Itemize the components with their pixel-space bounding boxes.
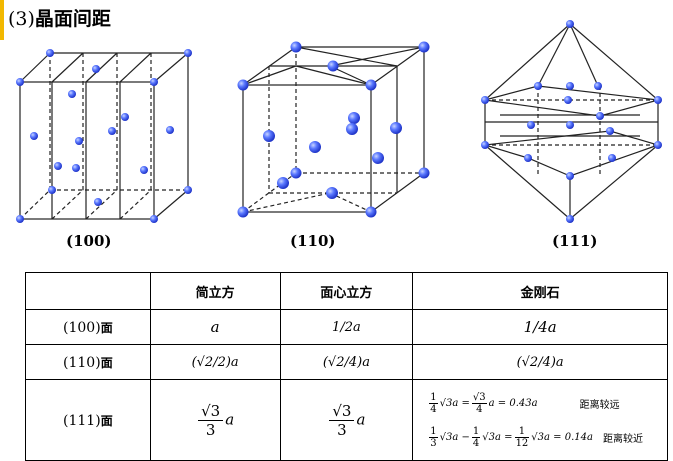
header-diamond: 金刚石 <box>412 272 668 310</box>
cell-diamond: 1/4a <box>412 309 668 345</box>
row-label: (110)面 <box>25 344 151 380</box>
heading-title: 晶面间距 <box>34 8 111 30</box>
cell-fcc: (√2/4)a <box>279 344 414 380</box>
interplanar-spacing-table: 简立方 面心立方 金刚石 (100)面 a 1/2a 1/4a (110)面 (… <box>25 272 668 461</box>
row-label: (111)面 <box>25 379 151 461</box>
figure-100-atoms <box>16 49 192 223</box>
figure-111-atoms <box>481 20 662 223</box>
cell-sc: (√2/2)a <box>149 344 281 380</box>
cell-sc: a <box>149 309 281 345</box>
caption-111: (111) <box>552 232 598 250</box>
table-row: (110)面 (√2/2)a (√2/4)a (√2/4)a <box>25 344 668 380</box>
accent-bar <box>0 0 4 40</box>
table-header-row: 简立方 面心立方 金刚石 <box>25 272 668 310</box>
figure-110-atoms <box>237 41 430 218</box>
header-fcc: 面心立方 <box>279 272 414 310</box>
figure-100-planes <box>19 52 189 220</box>
cell-fcc: 1/2a <box>279 309 414 345</box>
cell-diamond: (√2/4)a <box>412 344 668 380</box>
header-blank <box>25 272 151 310</box>
heading-number: (3) <box>8 8 35 30</box>
table-row: (100)面 a 1/2a 1/4a <box>25 309 668 345</box>
row-label: (100)面 <box>25 309 151 345</box>
caption-110: (110) <box>290 232 336 250</box>
caption-100: (100) <box>66 232 112 250</box>
header-simple-cubic: 简立方 <box>149 272 281 310</box>
note-far: 距离较远 <box>579 399 620 411</box>
section-heading: (3)晶面间距 <box>8 4 111 31</box>
note-near: 距离较近 <box>602 433 643 445</box>
crystal-figures: (100) (110) <box>16 20 662 250</box>
